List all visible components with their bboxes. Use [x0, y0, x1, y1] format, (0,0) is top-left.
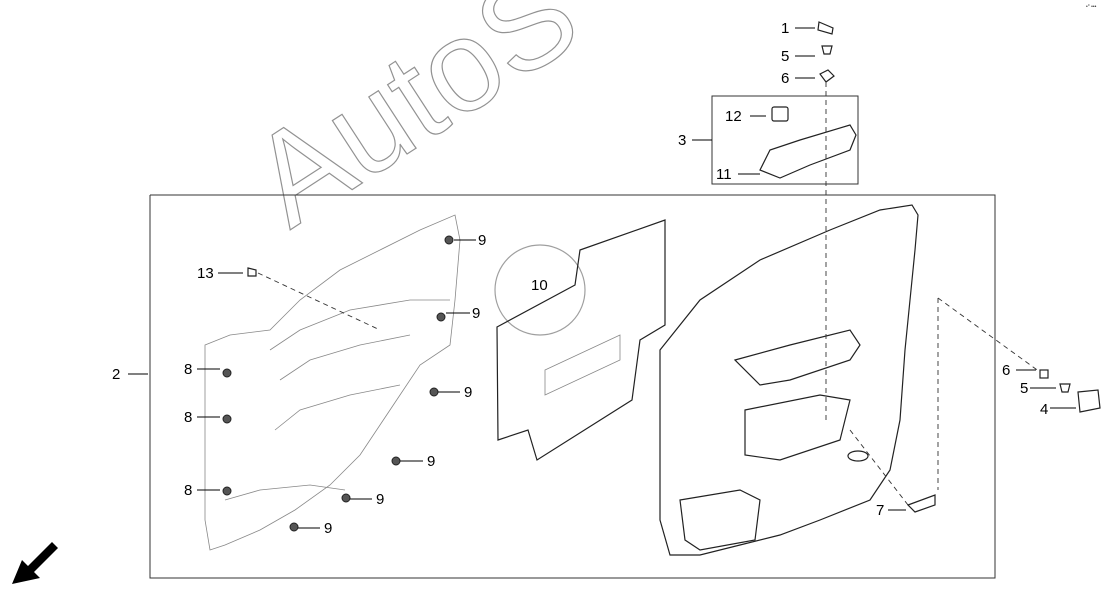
callout-6-right: 6: [1002, 362, 1010, 379]
callout-2: 2: [112, 366, 120, 383]
clip-9-e: [341, 493, 351, 503]
screw-13: [247, 267, 257, 277]
clip-9-f: [289, 522, 299, 532]
cap-7: [906, 494, 936, 513]
clip-9-a: [444, 235, 454, 245]
corner-code: •° •••: [1086, 4, 1097, 10]
callout-8-a: 8: [184, 361, 192, 378]
trim-clips: [222, 235, 454, 532]
screw-5-top: [821, 45, 833, 55]
callout-3: 3: [678, 132, 686, 149]
power-window-switch-panel: [759, 124, 857, 179]
clip-9-d: [391, 456, 401, 466]
clip-9-c: [429, 387, 439, 397]
callout-9-a: 9: [478, 232, 486, 249]
callout-9-c: 9: [464, 384, 472, 401]
callout-10: 10: [531, 277, 548, 294]
callout-5-top: 5: [781, 48, 789, 65]
callout-12: 12: [725, 108, 742, 125]
clip-8-a: [222, 368, 232, 378]
screw-5-right: [1059, 383, 1071, 393]
callout-6-top: 6: [781, 70, 789, 87]
watermark-circle: [494, 244, 586, 336]
callouts: 1 2 3 4 5 5 6 6 7 8 8 8 9 9 9 9 9 9 9 10…: [112, 20, 1048, 537]
clip-8-b: [222, 414, 232, 424]
callout-7: 7: [876, 502, 884, 519]
direction-arrow-icon: [12, 542, 58, 584]
callout-9-b: 9: [472, 305, 480, 322]
insulation-cutout: [544, 334, 621, 396]
callout-8-c: 8: [184, 482, 192, 499]
insulation-pad: [496, 219, 666, 461]
callout-1: 1: [781, 20, 789, 37]
door-trim-back: [204, 214, 461, 551]
callout-9-e: 9: [376, 491, 384, 508]
guide-lines: [257, 82, 1041, 506]
callout-9-f: 9: [324, 520, 332, 537]
clip-9-b: [436, 312, 446, 322]
leader-lines: [128, 27, 1076, 529]
callout-13: 13: [197, 265, 214, 282]
callout-4: 4: [1040, 401, 1048, 418]
cover-4: [1077, 389, 1101, 413]
door-trim-front: [659, 204, 919, 556]
cap-1: [817, 21, 834, 35]
callout-5-right: 5: [1020, 380, 1028, 397]
callout-8-b: 8: [184, 409, 192, 426]
callout-9-d: 9: [427, 453, 435, 470]
clip-8-c: [222, 486, 232, 496]
clip-6-right: [1039, 369, 1049, 379]
watermark-text: AutoS: [226, 0, 603, 253]
switch-knob: [771, 106, 789, 122]
callout-11: 11: [716, 166, 732, 183]
clip-6-top: [819, 69, 835, 83]
